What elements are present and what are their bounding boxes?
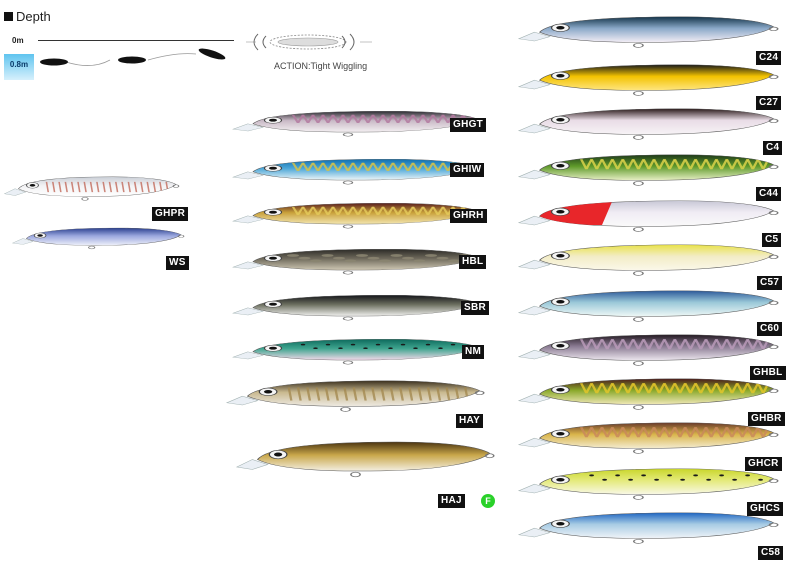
color-code-label: HAJ	[438, 494, 465, 508]
lure-image-c60	[517, 290, 779, 322]
color-code-label: GHPR	[152, 207, 189, 221]
lure-image-hbl	[232, 249, 483, 275]
floating-badge: F	[481, 494, 495, 508]
lure-image-c4	[517, 108, 779, 140]
lure-image-ghiw	[232, 159, 483, 185]
color-code-label: GHIW	[450, 163, 485, 177]
color-code-label: HBL	[459, 255, 487, 269]
depth-scale-bar	[4, 54, 34, 80]
color-code-label: C58	[758, 546, 784, 560]
wiggle-action-icon	[246, 33, 372, 51]
action-caption: ACTION:Tight Wiggling	[274, 61, 368, 71]
depth-surface-label: 0m	[12, 36, 24, 45]
lure-image-hay	[225, 380, 485, 412]
color-code-label: GHBL	[750, 366, 786, 380]
lure-image-ws	[11, 227, 185, 250]
lure-image-nm	[232, 339, 483, 365]
lure-image-sbr	[232, 295, 483, 321]
lure-image-c58	[517, 512, 779, 544]
color-code-label: C60	[757, 322, 783, 336]
lure-image-ghcr	[517, 422, 779, 454]
lure-image-ghgt	[232, 111, 483, 137]
color-code-label: C4	[763, 141, 783, 155]
color-code-label: C24	[756, 51, 782, 65]
lure-image-ghbl	[517, 334, 779, 366]
lure-image-haj	[235, 441, 495, 478]
color-code-label: GHBR	[748, 412, 785, 426]
diving-lure-icon	[40, 48, 226, 66]
color-code-label: SBR	[461, 301, 490, 315]
color-code-label: GHRH	[450, 209, 487, 223]
color-code-label: WS	[166, 256, 189, 270]
color-code-label: GHGT	[450, 118, 487, 132]
color-code-label: C44	[756, 187, 782, 201]
color-code-label: GHCS	[747, 502, 784, 516]
depth-max-label: 0.8m	[9, 60, 29, 69]
surface-line	[38, 40, 234, 41]
lure-image-c27	[517, 64, 779, 96]
depth-title: Depth	[4, 9, 51, 24]
lure-image-ghcs	[517, 468, 779, 500]
square-bullet-icon	[4, 12, 13, 21]
color-code-label: HAY	[456, 414, 484, 428]
lure-image-c44	[517, 154, 779, 186]
color-code-label: GHCR	[745, 457, 782, 471]
lure-image-c5	[517, 200, 779, 232]
color-code-label: C5	[762, 233, 782, 247]
color-code-label: C27	[756, 96, 782, 110]
color-code-label: NM	[462, 345, 485, 359]
lure-image-ghbr	[517, 378, 779, 410]
lure-image-ghpr	[3, 176, 180, 201]
color-code-label: C57	[757, 276, 783, 290]
lure-image-c24	[517, 16, 779, 48]
lure-image-c57	[517, 244, 779, 276]
depth-title-text: Depth	[16, 9, 51, 24]
